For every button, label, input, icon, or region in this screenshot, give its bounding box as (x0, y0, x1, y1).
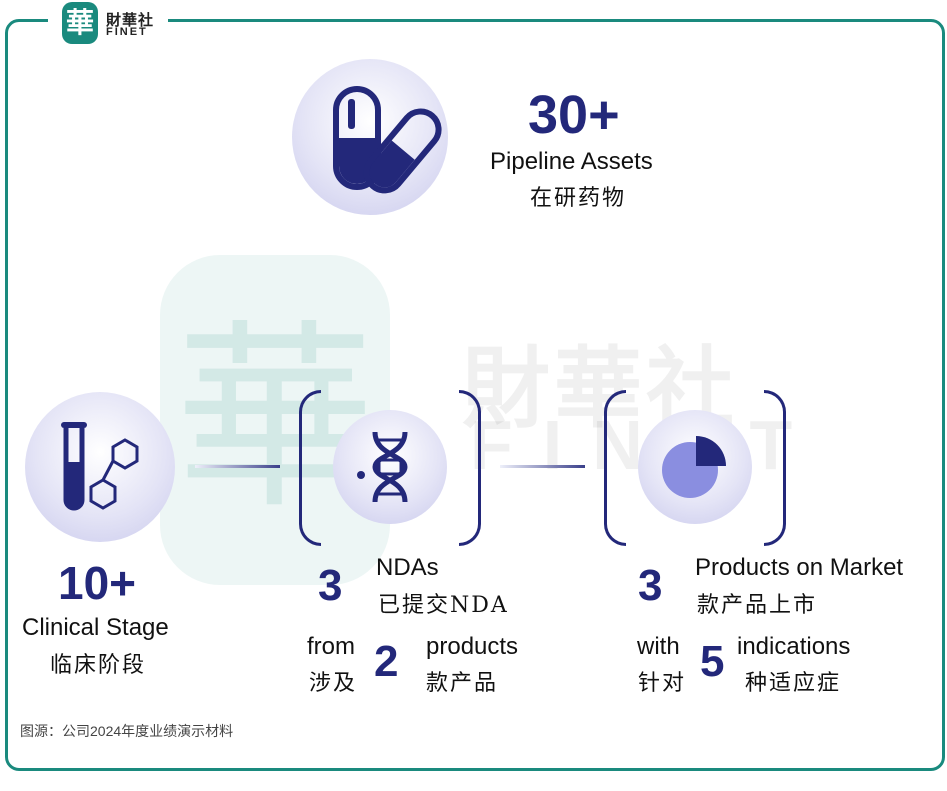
bracket-right (459, 390, 481, 546)
dna-icon (357, 431, 408, 503)
watermark-seal: 華 (160, 255, 390, 585)
market-label-en: Products on Market (695, 554, 904, 581)
content-frame (5, 19, 945, 771)
nda-products-en: products (426, 633, 519, 660)
finet-logo-seal: 華 (62, 2, 98, 44)
finet-logo-cn: 財華社 (106, 12, 155, 29)
capsule-pill-icon (333, 86, 442, 194)
market-indication-count: 5 (700, 637, 725, 686)
clinical-value: 10+ (58, 557, 137, 609)
clinical-label-cn: 临床阶段 (50, 653, 147, 678)
nda-value: 3 (318, 561, 343, 610)
market-with-cn: 针对 (638, 671, 687, 696)
market-with-en: with (637, 633, 680, 660)
pipeline-value: 30+ (528, 85, 620, 145)
market-value: 3 (638, 561, 663, 610)
pie-chart-icon (662, 436, 726, 498)
nda-icon-circle (333, 410, 447, 524)
source-note: 图源：公司2024年度业绩演示材料 (20, 723, 234, 739)
bracket-left (604, 390, 626, 546)
bracket-right (764, 390, 786, 546)
clinical-icon-circle (25, 392, 175, 542)
pipeline-label-en: Pipeline Assets (490, 148, 653, 175)
clinical-label-en: Clinical Stage (22, 614, 169, 641)
market-indications-cn: 种适应症 (745, 671, 842, 696)
finet-logo-en: FINET (106, 26, 148, 38)
market-icon-circle (638, 410, 752, 524)
nda-label-cn: 已提交NDA (378, 593, 509, 618)
nda-label-en: NDAs (376, 554, 439, 581)
pipeline-icon-circle (292, 59, 448, 215)
connector-line (500, 465, 585, 468)
test-tube-molecule-icon (61, 422, 139, 511)
nda-products-cn: 款产品 (426, 671, 499, 696)
nda-from-en: from (307, 633, 355, 660)
bracket-left (299, 390, 321, 546)
connector-line (195, 465, 280, 468)
nda-from-cn: 涉及 (309, 671, 358, 696)
nda-product-count: 2 (374, 637, 399, 686)
pipeline-label-cn: 在研药物 (530, 186, 627, 211)
market-label-cn: 款产品上市 (697, 593, 818, 618)
market-indications-en: indications (737, 633, 851, 660)
